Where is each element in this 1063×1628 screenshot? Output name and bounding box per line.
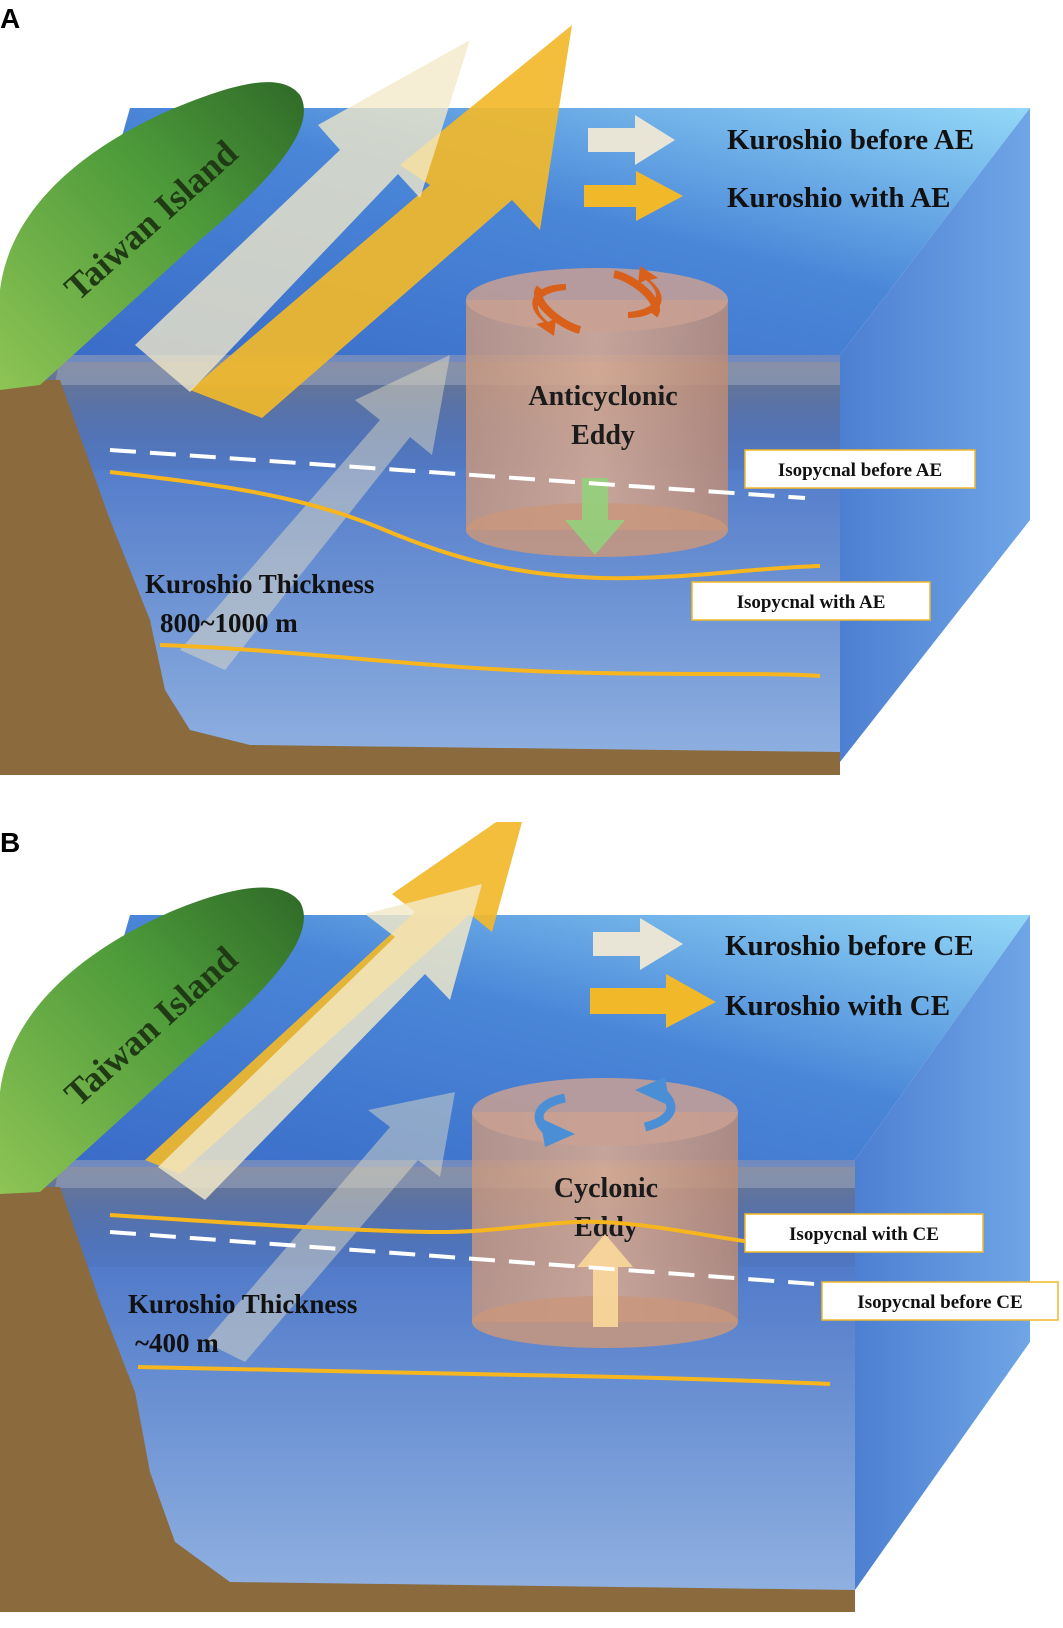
- seabed: [0, 380, 840, 775]
- panel-a: Taiwan Island Anticyclonic Eddy Kuroshio…: [0, 0, 1063, 800]
- kuroshio-before-arrow: [158, 884, 482, 1200]
- panel-b: Taiwan Island Cyclonic Eddy Kuroshio Thi…: [0, 822, 1063, 1622]
- iso-with-box: [744, 1213, 984, 1253]
- iso-with-box: [691, 581, 931, 621]
- anticyclonic-arc-right: [612, 270, 660, 318]
- kuroshio-with-arrow: [190, 25, 572, 418]
- kuroshio-before-arrow: [135, 40, 470, 392]
- taiwan-island: [0, 887, 304, 1194]
- panel-a-diagram: Taiwan Island Anticyclonic Eddy Kuroshio…: [0, 3, 1030, 775]
- legend-with-label: Kuroshio with CE: [725, 990, 950, 1022]
- taiwan-island: [0, 82, 304, 390]
- kuroshio-subsurface-arrow: [180, 355, 450, 670]
- upwelling-arrow: [577, 1234, 633, 1327]
- eddy-top: [472, 1078, 738, 1146]
- legend-with-arrow: [584, 171, 683, 221]
- legend-with-arrow: [590, 974, 716, 1028]
- iso-before-label: Isopycnal before AE: [778, 460, 942, 481]
- isopycnal-with-line: [109, 470, 821, 581]
- thickness-label-line2: 800~1000 m: [160, 608, 298, 638]
- legend-with-label: Kuroshio with AE: [727, 182, 950, 214]
- anticyclonic-arc-left: [534, 285, 582, 334]
- iso-with-label: Isopycnal with AE: [737, 592, 886, 613]
- eddy-label-line1: Anticyclonic: [528, 381, 677, 412]
- eddy-label-line2: Eddy: [571, 420, 635, 451]
- iso-with-label: Isopycnal with CE: [789, 1224, 939, 1245]
- legend-before-label: Kuroshio before AE: [727, 124, 974, 156]
- eddy-top: [466, 268, 728, 332]
- eddy-label-line1: Cyclonic: [554, 1173, 658, 1204]
- panel-b-diagram: Taiwan Island Cyclonic Eddy Kuroshio Thi…: [0, 822, 1059, 1612]
- downwelling-arrow: [565, 478, 625, 555]
- isopycnal-with-line: [109, 1213, 811, 1252]
- ocean-surface: [60, 108, 1030, 355]
- cyclonic-arrow-left: [540, 1118, 575, 1147]
- thickness-label-line1: Kuroshio Thickness: [145, 569, 374, 599]
- isopycnal-before-line: [109, 448, 806, 500]
- legend-before-label: Kuroshio before CE: [725, 930, 974, 962]
- panel-letter: A: [0, 3, 20, 34]
- thickness-label-line2: ~400 m: [135, 1328, 219, 1358]
- iso-before-box: [744, 449, 976, 489]
- iso-before-label: Isopycnal before CE: [857, 1292, 1022, 1313]
- cyclonic-arrow-right: [635, 1077, 670, 1106]
- panel-letter: B: [0, 827, 20, 858]
- seabed: [0, 1187, 855, 1612]
- kuroshio-bottom-line: [137, 1365, 831, 1386]
- legend-before-arrow: [588, 115, 675, 165]
- iso-before-box: [821, 1281, 1059, 1321]
- legend-before-arrow: [593, 918, 683, 970]
- kuroshio-bottom-line: [159, 643, 821, 678]
- thickness-label-line1: Kuroshio Thickness: [128, 1289, 357, 1319]
